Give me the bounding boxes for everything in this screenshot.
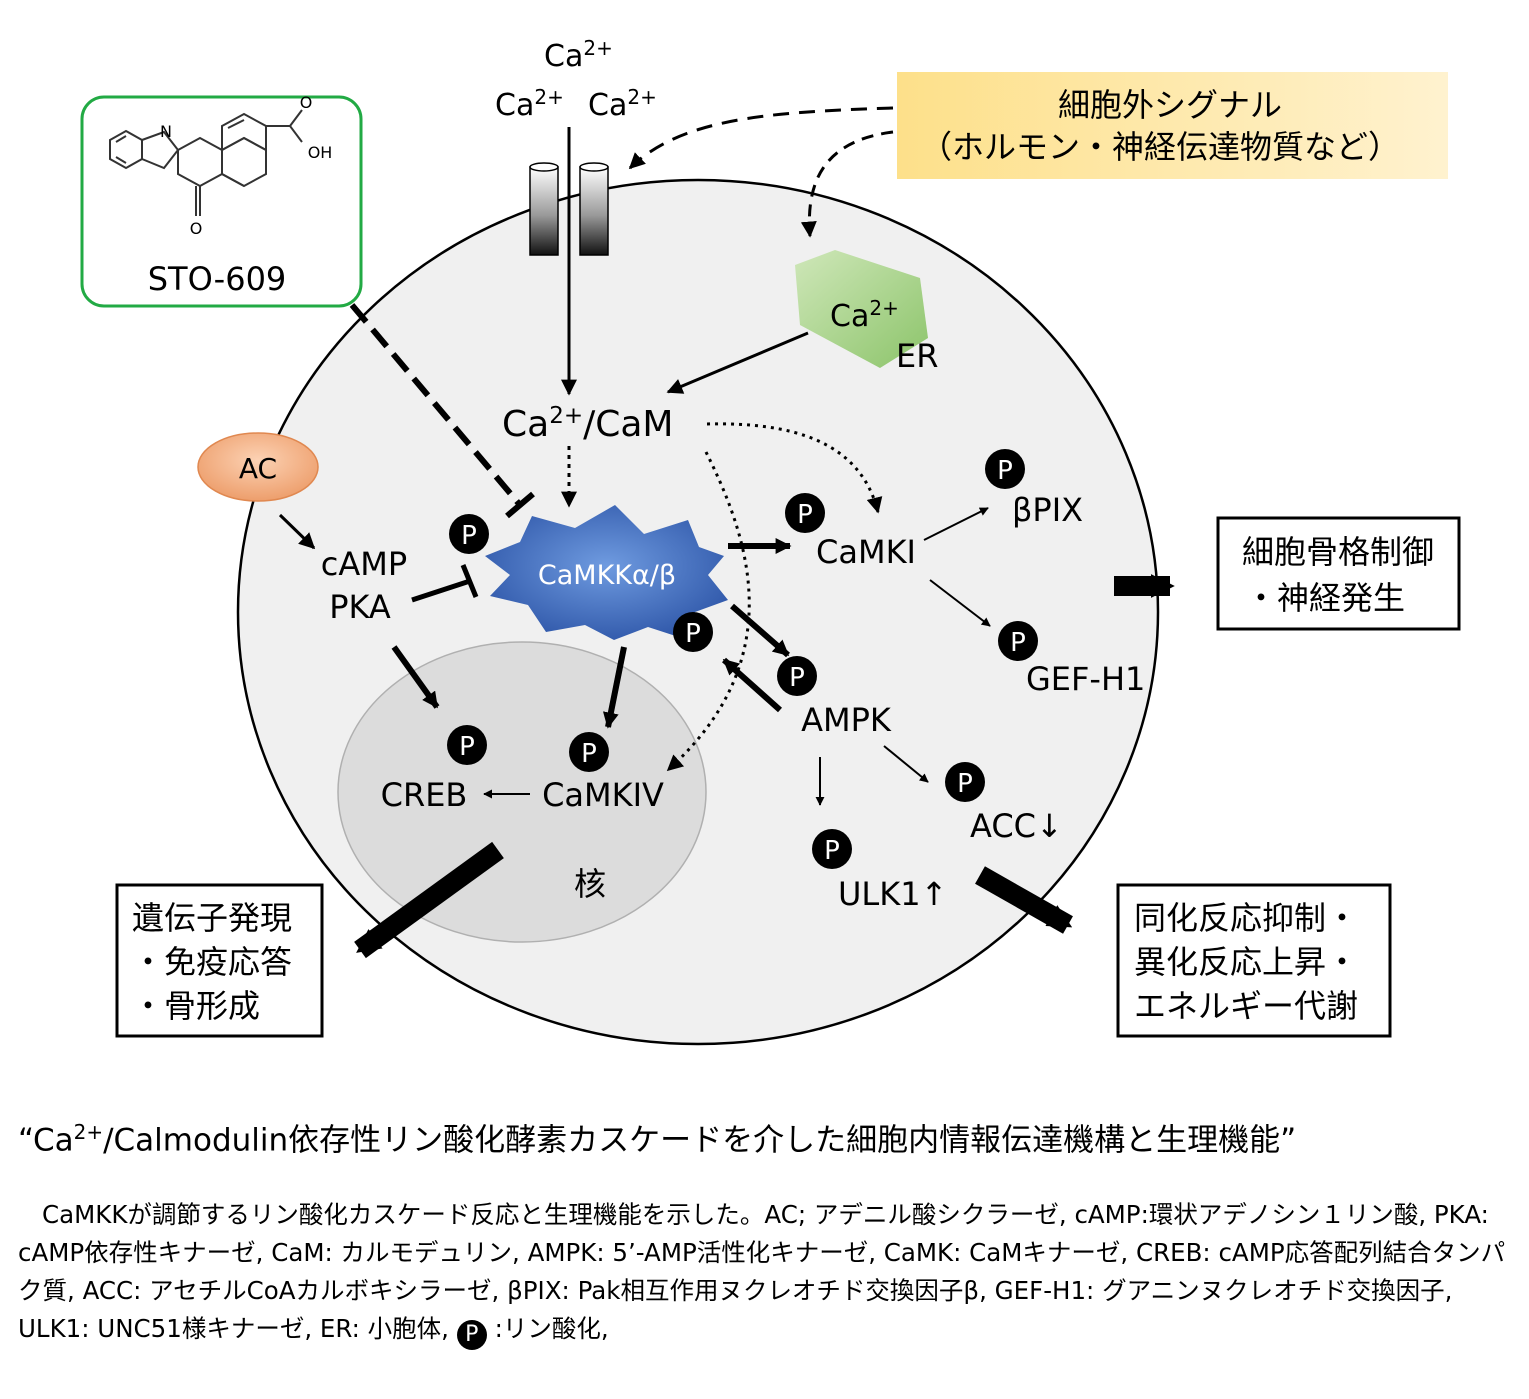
extracellular-signal-line2: （ホルモン・神経伝達物質など） [920,128,1400,166]
ca-label-er: Ca2+ [830,296,899,334]
pathway-diagram: 核 細胞外シグナル （ホルモン・神経伝達物質など） N O O OH STO-6… [80,36,1461,1046]
svg-text:P: P [459,732,475,762]
metabolism-outcome-box [1116,883,1392,1038]
ion-channel-left-top [529,162,559,172]
metabolism-outcome-line2: 異化反応上昇・ [1134,943,1358,981]
cytoskeleton-outcome-box [1216,516,1461,631]
caption-phospho-symbol: P [456,1320,487,1350]
ion-channel-left [529,166,559,256]
signal-to-channel-arrow [628,106,894,170]
extracellular-signal-box [897,72,1448,179]
metabolism-outcome-line1: 同化反応抑制・ [1134,899,1358,937]
camki-to-betapix-arrow [923,507,989,541]
phospho-marker-ulk1: P [812,829,852,869]
camki-to-gefh1-arrow [929,579,991,627]
caption-body-text: CaMKKが調節するリン酸化カスケード反応と生理機能を示した。AC; アデニル酸… [18,1200,1506,1343]
acc-label: ACC↓ [970,807,1063,845]
caption-title: “Ca2+/Calmodulin依存性リン酸化酵素カスケードを介した細胞内情報伝… [18,1120,1297,1159]
svg-text:P: P [789,663,805,693]
phospho-marker-gefh1: P [998,621,1038,661]
camkk-to-camkiv-arrow [602,646,627,729]
ampk-label: AMPK [801,701,892,739]
phospho-marker-camki: P [785,493,825,533]
sto609-structure [109,109,303,216]
phospho-marker-creb: P [447,725,487,765]
ampk-to-acc-arrow [883,745,929,783]
caption-body: CaMKKが調節するリン酸化カスケード反応と生理機能を示した。AC; アデニル酸… [18,1196,1513,1350]
phospho-marker-camkiv: P [569,732,609,772]
inhibitor-label: STO-609 [148,260,287,298]
camkk-enzyme [485,505,728,640]
svg-text:P: P [581,739,597,769]
phospho-marker-ampk: P [777,656,817,696]
camki-label: CaMKI [816,533,916,571]
er-release-arrow [666,331,809,394]
camkk-label: CaMKKα/β [538,560,676,591]
svg-text:P: P [797,500,813,530]
nucleus-output-arrow [354,841,504,959]
phospho-marker-acc: P [945,762,985,802]
cam-to-camkiv-dotted [666,451,751,772]
er-label: ER [896,337,938,375]
signal-to-er-arrow [800,130,894,238]
extracellular-signal-line1: 細胞外シグナル [1058,86,1282,124]
nucleus-label: 核 [574,865,606,903]
betapix-label: βPIX [1012,491,1083,529]
sto609-atom-oh: OH [308,143,333,162]
camkk-to-ampk-arrow [730,603,790,658]
creb-label: CREB [381,776,468,814]
gene-outcome-line3: ・骨形成 [132,987,260,1025]
camp-label: cAMP [321,545,407,583]
phospho-markers: P P P P P P P P P P [447,449,1038,869]
svg-text:P: P [997,456,1013,486]
gefh1-label: GEF-H1 [1026,660,1145,698]
inhibitor-box [80,95,363,308]
ampk-to-camkk-arrow [722,657,782,713]
caption-legend-text: :リン酸化, [494,1314,609,1343]
cytoskeleton-outcome-line2: ・神経発生 [1245,579,1405,617]
svg-text:P: P [824,836,840,866]
ac-label: AC [239,452,277,485]
pka-to-creb-arrow [391,645,440,709]
sto609-inhibition-line [349,303,523,507]
sto609-atom-o-acid: O [300,93,313,112]
sto609-inhibition-bar [505,491,535,519]
sto609-atom-o-carbonyl: O [190,219,203,238]
gene-outcome-line1: 遺伝子発現 [132,899,292,937]
ampk-output-arrow [975,866,1073,934]
phospho-marker-camkk: P [449,514,489,554]
metabolism-outcome-line3: エネルギー代謝 [1134,987,1358,1025]
gene-outcome-box [115,883,324,1038]
ca-label-right: Ca2+ [588,85,657,123]
sto609-atom-n: N [160,122,172,141]
pka-inhibits-camkk-bar [460,564,479,598]
ulk1-label: ULK1↑ [838,875,947,913]
ca-label-left: Ca2+ [495,85,564,123]
svg-text:P: P [1010,628,1026,658]
svg-text:P: P [957,769,973,799]
phospho-marker-betapix: P [985,449,1025,489]
ac-to-camp-arrow [278,513,316,550]
cytoskeleton-outcome-line1: 細胞骨格制御 [1242,533,1434,571]
gene-outcome-line2: ・免疫応答 [132,943,292,981]
ion-channel-right [579,166,609,256]
ca-label-top: Ca2+ [544,36,613,74]
ion-channel-right-top [579,162,609,172]
pka-inhibits-camkk-line [411,578,471,603]
ac-enzyme [197,432,319,502]
camkiv-label: CaMKIV [542,776,664,814]
ca-cam-label: Ca2+/CaM [502,403,674,445]
er-organelle [795,250,928,368]
phospho-marker-camkk-ampk: P [673,612,713,652]
svg-text:P: P [685,619,701,649]
svg-text:P: P [461,521,477,551]
pka-label: PKA [329,588,391,626]
